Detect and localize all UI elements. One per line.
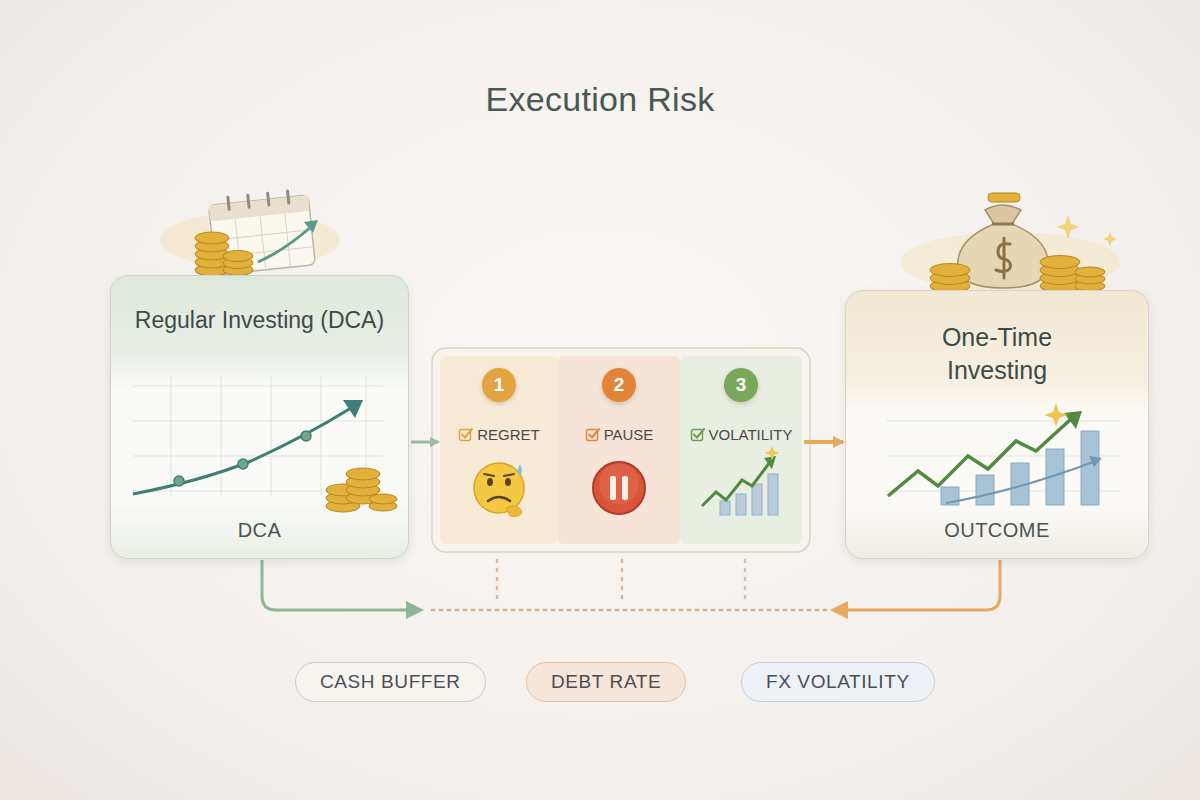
risk-panel-frame <box>432 348 810 552</box>
risk-label: REGRET <box>477 426 540 443</box>
factor-pill: CASH BUFFER <box>295 662 486 702</box>
diagram-title: Execution Risk <box>0 80 1200 119</box>
callout-number: 1 <box>494 374 505 396</box>
feedback-lines <box>262 560 1000 619</box>
strategy-box: Regular Investing (DCA) DCA <box>110 275 409 559</box>
risk-panel: PAUSE 2 <box>558 356 680 544</box>
check-icon <box>458 427 473 442</box>
factor-label: FX VOLATILITY <box>766 671 910 693</box>
check-icon <box>585 427 600 442</box>
check-icon <box>690 427 705 442</box>
box-title: One-Time Investing <box>897 321 1097 386</box>
factor-pill: DEBT RATE <box>526 662 686 702</box>
factor-label: DEBT RATE <box>551 671 661 693</box>
risk-panel: REGRET 1 <box>440 356 558 544</box>
panel-row: REGRET <box>440 426 558 443</box>
callout-number: 3 <box>736 374 747 396</box>
risk-label: PAUSE <box>604 426 654 443</box>
callout-badge: 2 <box>602 368 636 402</box>
panel-row: PAUSE <box>558 426 680 443</box>
box-footer: DCA <box>238 519 282 542</box>
strategy-box: One-Time InvestingOUTCOME <box>845 290 1149 559</box>
risk-label: VOLATILITY <box>709 426 793 443</box>
callout-badge: 1 <box>482 368 516 402</box>
factor-pill: FX VOLATILITY <box>741 662 935 702</box>
callout-badge: 3 <box>724 368 758 402</box>
risk-panel: VOLATILITY 3 <box>680 356 802 544</box>
box-title: Regular Investing (DCA) <box>135 306 384 336</box>
factor-label: CASH BUFFER <box>320 671 461 693</box>
box-footer: OUTCOME <box>944 519 1050 542</box>
flow-arrow <box>804 440 843 444</box>
panel-row: VOLATILITY <box>680 426 802 443</box>
flow-arrow <box>411 441 438 444</box>
money-bag-icon <box>900 193 1120 293</box>
callout-number: 2 <box>614 374 625 396</box>
calendar-icon <box>160 191 340 276</box>
